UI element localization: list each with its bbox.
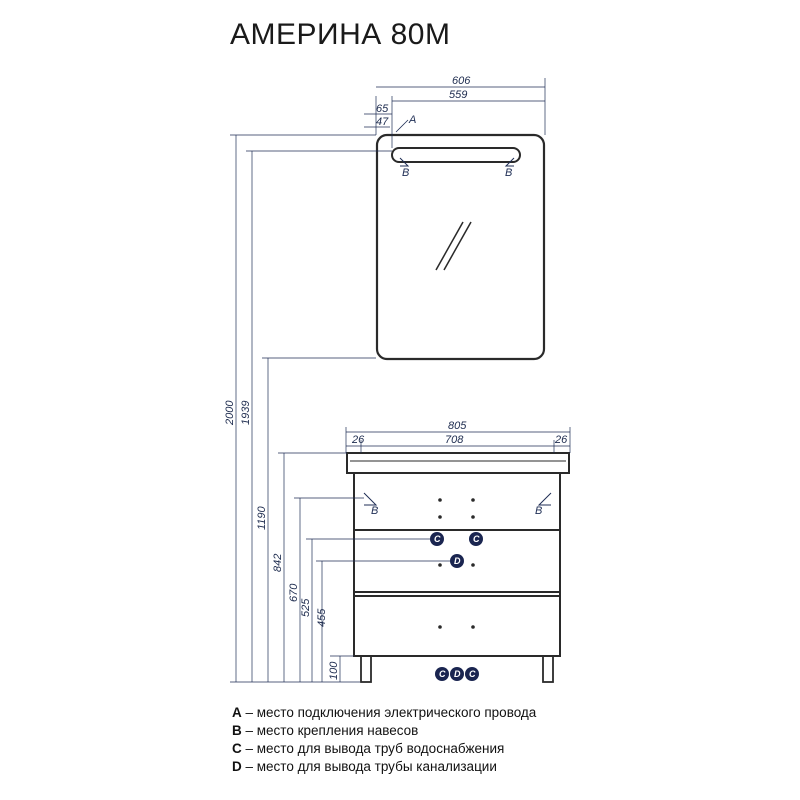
dim-2000: 2000 — [224, 400, 236, 426]
legend: A – место подключения электрического про… — [232, 704, 536, 776]
dim-65: 65 — [376, 103, 389, 115]
badge-c — [465, 667, 479, 681]
dim-1190: 1190 — [256, 505, 268, 530]
pipe-markers: C C D C D C — [430, 532, 483, 681]
dim-525: 525 — [300, 598, 312, 617]
dim-26-right: 26 — [554, 434, 568, 446]
vanity-cabinet: B B — [346, 452, 570, 683]
dim-100: 100 — [328, 661, 340, 680]
mirror-width-dimensions: 606 559 65 47 — [364, 75, 546, 148]
marker-b-mirror-right: B — [505, 167, 512, 179]
dim-842: 842 — [272, 554, 284, 572]
glass-reflection-mark — [443, 221, 472, 271]
dim-455: 455 — [316, 608, 328, 627]
marker-b-cabinet-left: B — [371, 505, 378, 517]
svg-text:C: C — [439, 669, 446, 679]
legend-item-a: A – место подключения электрического про… — [232, 705, 537, 720]
marker-b-mirror-left: B — [402, 167, 409, 179]
legend-item-b: B – место крепления навесов — [232, 723, 419, 738]
badge-d — [450, 667, 464, 681]
marker-b-cabinet-right: B — [535, 505, 542, 517]
sink-top — [346, 452, 570, 474]
svg-text:C: C — [473, 534, 480, 544]
hook-b-marker — [504, 157, 515, 167]
leg-left — [360, 655, 372, 683]
svg-text:D: D — [454, 669, 461, 679]
svg-text:D: D — [454, 556, 461, 566]
svg-text:C: C — [434, 534, 441, 544]
legend-item-d: D – место для вывода трубы канализации — [232, 759, 497, 774]
height-dimensions: 2000 1939 1190 842 670 525 455 100 — [224, 134, 450, 683]
legend-item-c: C – место для вывода труб водоснабжения — [232, 741, 505, 756]
marker-a: A — [408, 114, 416, 126]
dim-606: 606 — [452, 75, 471, 87]
dim-559: 559 — [449, 89, 467, 101]
marker-a-leader — [395, 119, 409, 133]
light-strip — [391, 147, 521, 163]
mirror-outline — [375, 133, 546, 361]
mirror-cabinet: B B A — [375, 114, 546, 361]
dim-26-left: 26 — [351, 434, 365, 446]
dim-1939: 1939 — [240, 401, 252, 425]
dim-670: 670 — [288, 583, 300, 602]
leg-right — [542, 655, 554, 683]
hook-b-marker — [363, 492, 378, 506]
dim-805: 805 — [448, 420, 467, 432]
badge-d — [450, 554, 464, 568]
cabinet-width-dimensions: 805 26 708 26 — [345, 420, 571, 453]
badge-c — [430, 532, 444, 546]
dim-47: 47 — [376, 116, 389, 128]
badge-c — [435, 667, 449, 681]
product-title: АМЕРИНА 80М — [230, 18, 451, 51]
hook-b-marker — [399, 157, 410, 167]
drawer-bottom — [353, 595, 561, 657]
svg-text:C: C — [469, 669, 476, 679]
hook-b-marker — [537, 492, 552, 506]
dim-708: 708 — [445, 434, 464, 446]
glass-reflection-mark — [435, 221, 464, 271]
badge-c — [469, 532, 483, 546]
